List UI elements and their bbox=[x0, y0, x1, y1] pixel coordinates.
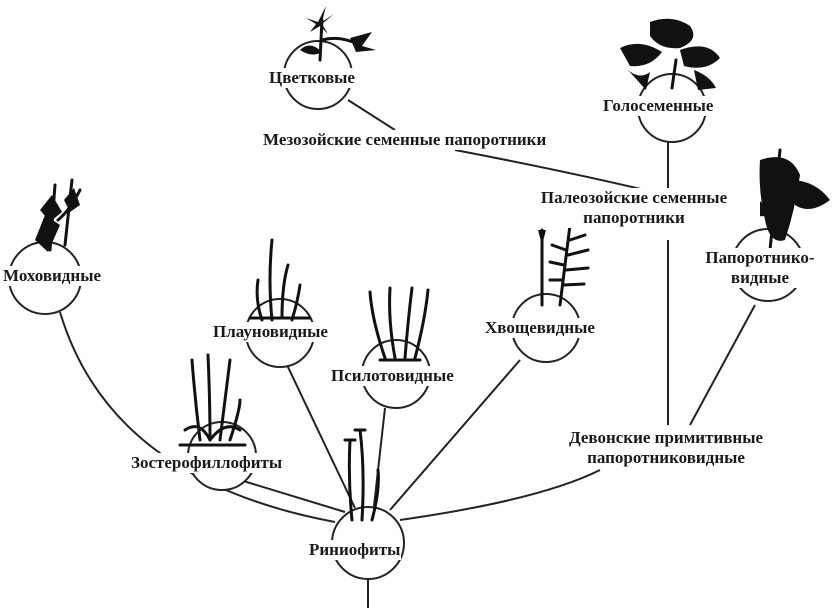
label-mesozoic-seed-ferns: Мезозойские семенные папоротники bbox=[262, 130, 548, 150]
gymnosperm-icon bbox=[620, 18, 720, 90]
label-paleozoic-seed-ferns: Палеозойские семенные папоротники bbox=[508, 188, 760, 228]
edge-rhynio-psilotes bbox=[373, 407, 386, 507]
label-rhyniophytes: Риниофиты bbox=[308, 540, 402, 560]
label-ferns-line2: видные bbox=[730, 268, 790, 287]
edge-rhynio-devonian bbox=[399, 469, 601, 521]
edge-mesozoic-paleozoic bbox=[454, 149, 646, 191]
label-devonian-line1: Девонские примитивные bbox=[568, 428, 764, 447]
moss-icon bbox=[35, 178, 82, 252]
edge-flowering-mesozoic bbox=[347, 99, 396, 131]
label-ferns-line1: Папоротнико- bbox=[705, 248, 815, 267]
edge-rhynio-mosses bbox=[59, 311, 336, 523]
horsetail-icon bbox=[538, 223, 590, 307]
label-lycopods: Плауновидные bbox=[212, 322, 329, 342]
plant-illustrations bbox=[35, 6, 830, 522]
edge-rhynio-zostero bbox=[239, 479, 346, 513]
label-gymnosperms: Голосеменные bbox=[602, 96, 715, 116]
lycopod-icon bbox=[248, 238, 312, 322]
label-zosterophyllophytes: Зостерофиллофиты bbox=[130, 453, 284, 473]
flower-plant-icon bbox=[300, 6, 376, 62]
edge-rhynio-lycopods bbox=[286, 364, 356, 509]
zostero-icon bbox=[178, 353, 247, 447]
label-devonian-line2: папоротниковидные bbox=[587, 448, 745, 467]
label-horsetails: Хвощевидные bbox=[484, 318, 596, 338]
label-ferns: Папоротнико- видные bbox=[688, 248, 832, 288]
label-psilotes: Псилотовидные bbox=[330, 366, 455, 386]
label-flowering: Цветковые bbox=[268, 68, 356, 88]
label-paleozoic-line2: папоротники bbox=[583, 208, 685, 227]
label-mosses: Моховидные bbox=[2, 266, 103, 286]
node-circles bbox=[8, 40, 805, 580]
label-paleozoic-line1: Палеозойские семенные bbox=[540, 188, 728, 207]
edge-rhynio-horsetails bbox=[389, 359, 521, 511]
rhyniophyte-icon bbox=[343, 428, 380, 522]
label-devonian-ferns: Девонские примитивные папоротниковидные bbox=[540, 428, 792, 468]
connector-lines bbox=[59, 99, 756, 608]
psilote-icon bbox=[368, 286, 430, 362]
edge-devonian-ferns bbox=[689, 304, 756, 426]
